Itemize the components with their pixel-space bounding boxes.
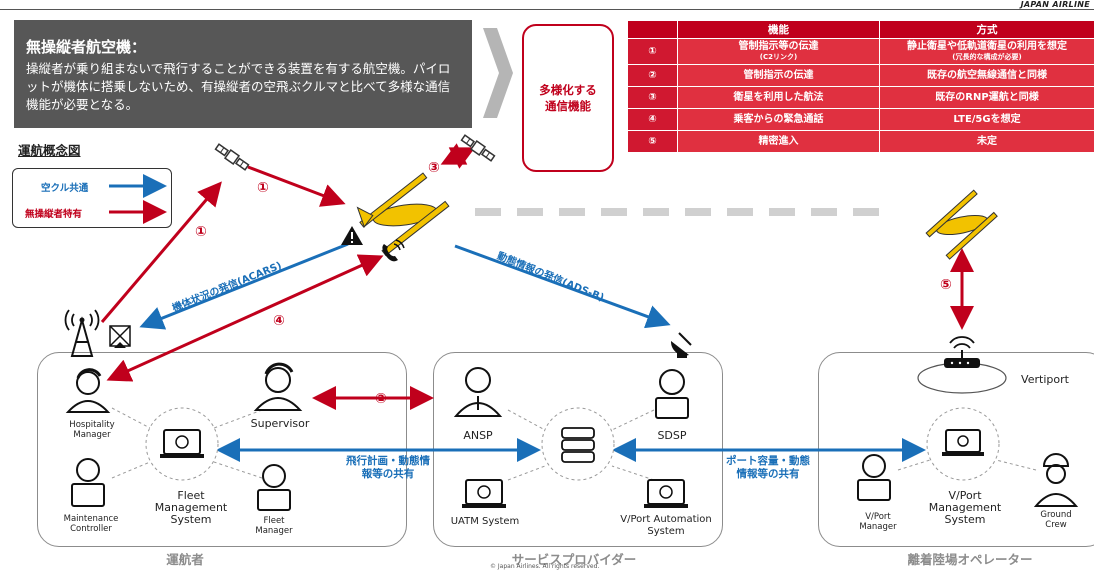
- vport-automation-monitor: [644, 479, 688, 508]
- marker-3: ③: [428, 160, 440, 176]
- supervisor-icon: [253, 362, 303, 411]
- definition-box: 無操縦者航空機： 操縦者が乗り組まないで飛行することができる装置を有する航空機。…: [14, 20, 472, 128]
- table-row: ⑤ 精密進入 未定: [627, 130, 1094, 153]
- arrow-1-satellite-aircraft: [247, 165, 346, 207]
- definition-title: 無操縦者航空機：: [26, 38, 147, 56]
- vport-system-monitor: [926, 407, 1000, 481]
- table-row: ① 管制指示等の伝達(C2リンク) 静止衛星や低軌道衛星の利用を想定(冗長的な構…: [627, 38, 1094, 65]
- vport-manager-label: V/Port Manager: [859, 512, 897, 532]
- method-text: 静止衛星や低軌道衛星の利用を想定: [907, 40, 1067, 52]
- function-text: 管制指示等の伝達: [738, 40, 819, 52]
- ground-crew-label: Ground Crew: [1040, 510, 1072, 530]
- table-row: ④ 乗客からの緊急通話 LTE/5Gを想定: [627, 108, 1094, 131]
- hospitality-manager-label: Hospitality Manager: [69, 420, 115, 440]
- fleet-manager-icon: [257, 464, 291, 511]
- vport-manager-icon: [857, 454, 891, 501]
- supervisor-label: Supervisor: [250, 417, 310, 430]
- warning-icon: [341, 226, 363, 245]
- table-cell-function: 乗客からの緊急通話: [677, 108, 880, 131]
- vport-management-system-label: V/Port Management System: [928, 489, 1002, 526]
- phone-icon: [382, 239, 405, 262]
- brand-logo-text: JAPAN AIRLINE: [1020, 0, 1090, 9]
- operator-group-label: 運航者: [166, 552, 204, 567]
- arrow-4-emergency-call: [106, 254, 384, 382]
- table-cell-function: 管制指示の伝達: [677, 64, 880, 87]
- ansp-label: ANSP: [463, 429, 493, 442]
- arrow-acars: [139, 242, 349, 330]
- marker-1-top: ①: [257, 180, 269, 196]
- satellite-icon: [460, 134, 496, 162]
- table-cell-function: 精密進入: [677, 130, 880, 153]
- legend-arrows: [109, 174, 167, 224]
- marker-1-left: ①: [195, 224, 207, 240]
- top-divider: [0, 9, 1094, 10]
- multi-comm-line2: 通信機能: [545, 99, 591, 113]
- table-cell-num: ⑤: [627, 130, 678, 153]
- arrow-adsb: [454, 244, 671, 329]
- ansp-icon: [453, 367, 503, 417]
- multi-comm-line1: 多様化する: [539, 83, 597, 97]
- vertiport-operator-group-label: 離着陸場オペレーター: [907, 552, 1033, 567]
- aircraft-icon: [356, 172, 450, 257]
- uatm-system-monitor: [462, 479, 506, 508]
- vertiport-label: Vertiport: [1021, 373, 1069, 386]
- uatm-system-label: UATM System: [450, 516, 520, 527]
- table-cell-method: 静止衛星や低軌道衛星の利用を想定(冗長的な構成が必要): [879, 38, 1094, 65]
- sdsp-label: SDSP: [657, 429, 687, 442]
- legend-unmanned-label: 無操縦者特有: [25, 209, 83, 220]
- fleet-management-system-label: Fleet Management System: [154, 489, 228, 526]
- table-cell-num: ②: [627, 64, 678, 87]
- fleet-manager-label: Fleet Manager: [255, 516, 293, 536]
- function-sub: (C2リンク): [759, 52, 798, 61]
- dotted-connectors: [111, 407, 1037, 481]
- table-cell-method: 未定: [879, 130, 1094, 153]
- marker-4: ④: [273, 313, 285, 329]
- flight-plan-share-label: 飛行計画・動態情報等の共有: [346, 455, 430, 480]
- arrow-3-satellite-nav: [440, 143, 476, 169]
- table-cell-function: 衛星を利用した航法: [677, 86, 880, 109]
- satellite-dish-icon: [109, 325, 131, 348]
- satellite-icon: [214, 143, 250, 171]
- fleet-system-monitor: [145, 407, 219, 481]
- legend-common-label: 空クル共通: [41, 183, 89, 194]
- legend: 空クル共通 無操縦者特有: [12, 168, 172, 228]
- marker-2: ②: [375, 391, 387, 407]
- concept-diagram-title: 運航概念図: [18, 143, 81, 158]
- hospitality-manager-icon: [65, 368, 111, 413]
- vertiport-icon: [917, 336, 1007, 394]
- functions-table: 機能 方式 ① 管制指示等の伝達(C2リンク) 静止衛星や低軌道衛星の利用を想定…: [627, 20, 1094, 153]
- database-icon: [541, 407, 615, 481]
- table-cell-num: ③: [627, 86, 678, 109]
- satellite-dish-icon: [670, 332, 692, 358]
- provider-group-label: サービスプロバイダー: [511, 552, 637, 567]
- table-row: ② 管制指示の伝達 既存の航空無線通信と同様: [627, 64, 1094, 87]
- marker-5: ⑤: [940, 277, 952, 293]
- table-cell-function: 管制指示等の伝達(C2リンク): [677, 38, 880, 65]
- table-cell-num: ①: [627, 38, 678, 65]
- vport-automation-system-label: V/Port Automation System: [620, 514, 712, 537]
- multi-comm-box: 多様化する通信機能: [522, 24, 614, 172]
- method-sub: (冗長的な構成が必要): [952, 52, 1022, 61]
- definition-text: 操縦者が乗り組まないで飛行することができる装置を有する航空機。パイロットが機体に…: [26, 61, 451, 112]
- port-capacity-share-label: ポート容量・動態情報等の共有: [726, 455, 810, 480]
- ground-crew-icon: [1033, 453, 1079, 507]
- sdsp-icon: [655, 369, 689, 419]
- table-cell-num: ④: [627, 108, 678, 131]
- aircraft-icon: [925, 189, 998, 260]
- maintenance-controller-label: Maintenance Controller: [63, 514, 119, 534]
- chevron-arrow-icon: [483, 28, 513, 118]
- antenna-tower-icon: [64, 309, 100, 357]
- maintenance-controller-icon: [71, 458, 105, 507]
- table-cell-method: LTE/5Gを想定: [879, 108, 1094, 131]
- copyright-text: © Japan Airlines. All rights reserved.: [490, 563, 600, 570]
